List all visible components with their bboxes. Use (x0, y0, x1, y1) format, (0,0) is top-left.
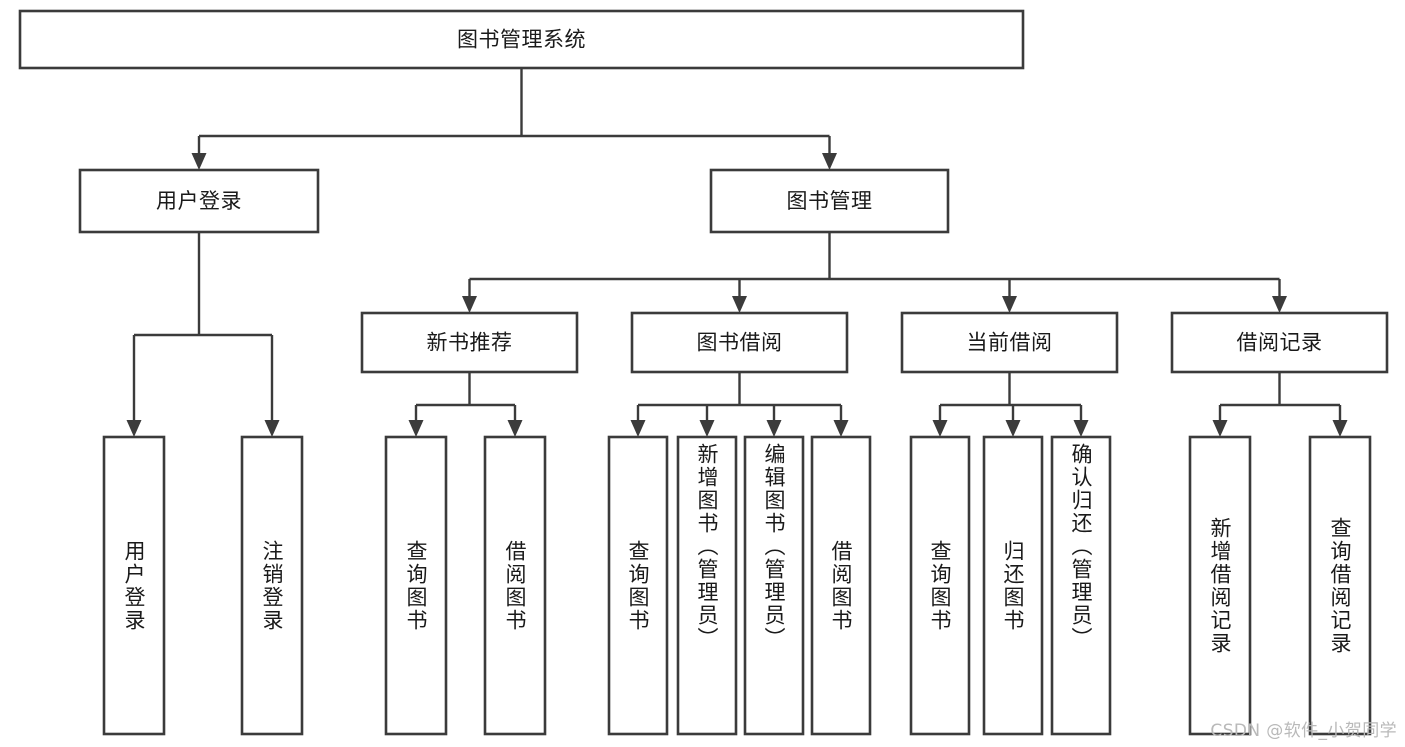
root-to-level2-arrow-1 (822, 153, 837, 170)
bookmgmt-to-level3-arrow-0 (462, 296, 477, 313)
level3-box-3[interactable] (1170, 311, 1389, 374)
leaf-box-4[interactable] (607, 435, 669, 736)
borrow-to-leaves-arrow-2 (766, 420, 782, 437)
leaf-box-12[interactable] (1308, 435, 1372, 736)
bookmgmt-to-level3-arrow-3 (1272, 296, 1287, 313)
level3-box-2[interactable] (900, 311, 1119, 374)
record-to-leaves-arrow-1 (1332, 420, 1348, 437)
leaf-box-8[interactable] (909, 435, 971, 736)
root-to-level2-arrow-0 (191, 153, 207, 170)
leaf-box-11[interactable] (1188, 435, 1252, 736)
leaf-box-9[interactable] (982, 435, 1044, 736)
level3-label-1: 图书借阅 (697, 331, 783, 355)
borrow-to-leaves-arrow-3 (833, 420, 849, 437)
boxes-layer (18, 9, 1389, 736)
root-label-0: 图书管理系统 (457, 28, 586, 52)
level3-box-0[interactable] (360, 311, 579, 374)
root-box-0[interactable] (18, 9, 1025, 70)
newbook-to-leaves-arrow-1 (507, 420, 523, 437)
bookmgmt-to-level3-arrow-2 (1002, 296, 1017, 313)
level3-label-3: 借阅记录 (1237, 331, 1323, 355)
userlogin-to-leaves-arrow-1 (264, 420, 280, 437)
record-to-leaves-arrow-0 (1212, 420, 1228, 437)
userlogin-to-leaves-arrow-0 (126, 420, 142, 437)
current-to-leaves-arrow-0 (932, 420, 948, 437)
leaf-box-7[interactable] (810, 435, 872, 736)
watermark-text: CSDN @软件_小贺同学 (1210, 721, 1397, 741)
newbook-to-leaves-arrow-0 (408, 420, 424, 437)
leaf-box-10[interactable] (1050, 435, 1112, 736)
level3-label-2: 当前借阅 (967, 331, 1053, 355)
leaf-box-0[interactable] (102, 435, 166, 736)
level3-box-1[interactable] (630, 311, 849, 374)
level2-box-0[interactable] (78, 168, 320, 234)
current-to-leaves-arrow-1 (1005, 420, 1021, 437)
leaf-box-5[interactable] (676, 435, 738, 736)
borrow-to-leaves-arrow-0 (630, 420, 646, 437)
connectors-layer (126, 68, 1348, 437)
level2-box-1[interactable] (709, 168, 950, 234)
level3-label-0: 新书推荐 (427, 331, 513, 355)
level2-label-1: 图书管理 (787, 189, 873, 213)
leaf-box-1[interactable] (240, 435, 304, 736)
current-to-leaves-arrow-2 (1073, 420, 1089, 437)
borrow-to-leaves-arrow-1 (699, 420, 715, 437)
level2-label-0: 用户登录 (156, 189, 242, 213)
leaf-box-6[interactable] (743, 435, 805, 736)
leaf-box-3[interactable] (483, 435, 547, 736)
bookmgmt-to-level3-arrow-1 (732, 296, 747, 313)
leaf-box-2[interactable] (384, 435, 448, 736)
